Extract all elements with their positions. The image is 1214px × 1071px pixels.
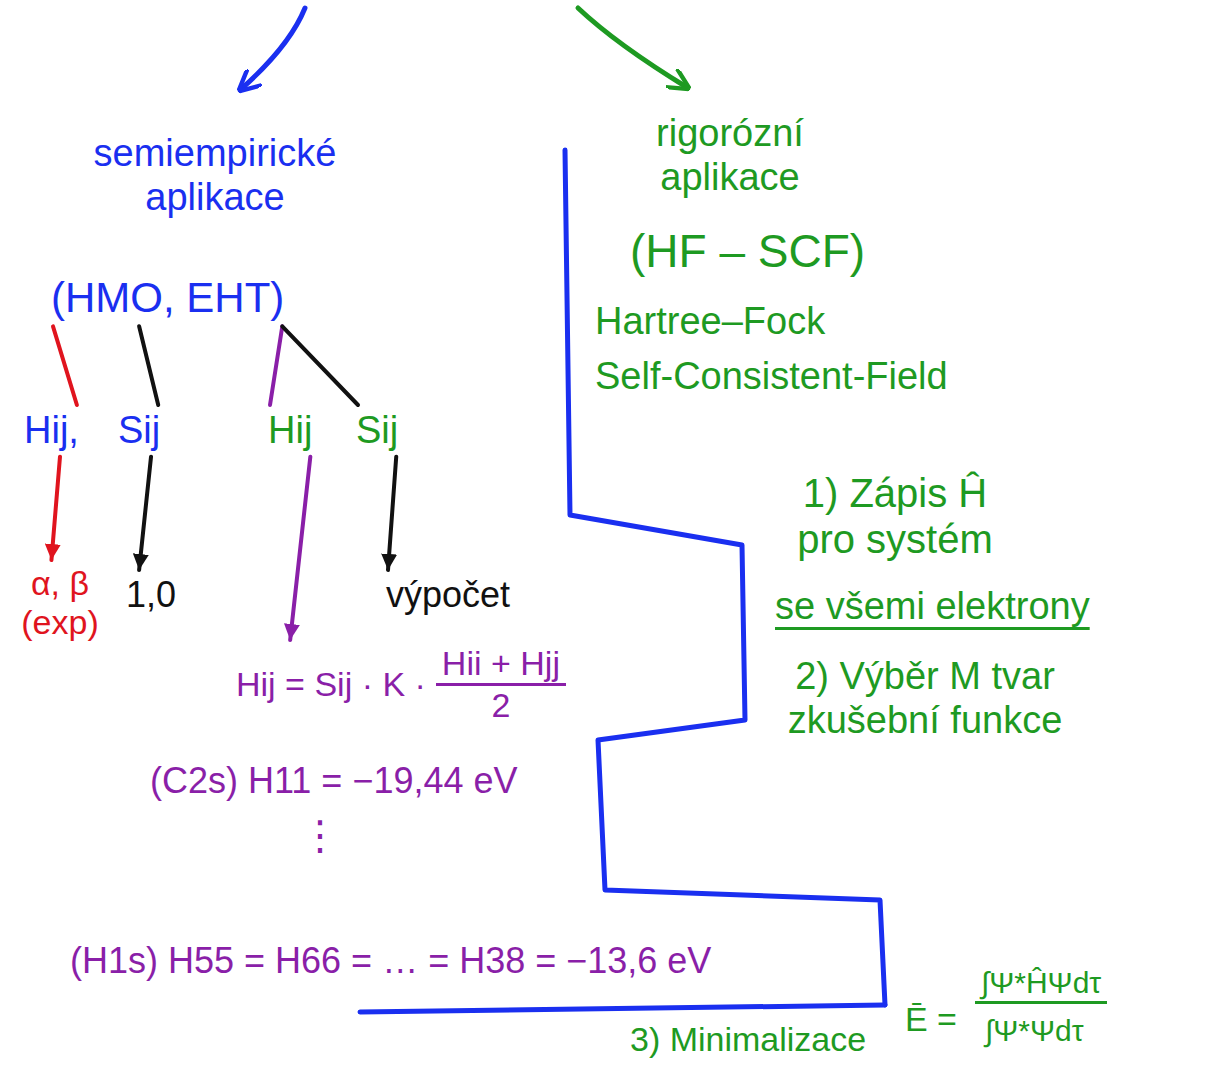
note-label: Hartree–Fock [595,300,825,344]
note-label: (C2s) H11 = −19,44 eV [150,760,518,801]
connector-line [388,457,396,570]
fraction: Hii + Hjj2 [436,644,566,725]
formula-text: Hij = Sij · K · [236,665,426,704]
note-label: 3) Minimalizace [630,1020,866,1059]
note-label: se všemi elektrony [775,585,1090,629]
note-item: Sij [350,405,404,457]
note-text: 1,0 [126,574,176,615]
connector-line [282,326,358,405]
note-item: Hij, [18,405,85,457]
note-label: (H1s) H55 = H66 = … = H38 = −13,6 eV [70,940,711,981]
note-label: Self-Consistent-Field [595,355,948,399]
note-item: Hij [262,405,318,457]
branch-arrow [578,8,688,88]
note-text: Hij [268,409,312,453]
note-item: 1,0 [120,570,182,619]
connector-line [53,326,77,405]
divider-line [565,150,885,1005]
note-label: rigorózní aplikace [600,112,860,199]
note-text: α, β (exp) [16,564,104,642]
note-text: Sij [118,409,160,453]
divider-line [360,1005,885,1012]
note-text: (HMO, EHT) [51,274,284,322]
note-label: ⋮ [300,812,340,858]
note-item: Sij [112,405,166,457]
connector-line [139,457,151,570]
note-label: 2) Výběr M tvar zkušební funkce [765,655,1085,742]
note-text: Sij [356,409,398,453]
note-label: (HF – SCF) [630,225,865,278]
connector-line [270,326,282,405]
note-label: 1) Zápis Ĥ pro systém [770,470,1020,562]
note-label: ∫Ψ*Ψdτ [985,1014,1084,1049]
note-item: Hij = Sij · K · Hii + Hjj2 [230,640,572,729]
note-item: α, β (exp) [10,560,110,646]
connector-line [51,457,60,560]
note-item: semiempirické aplikace [50,128,380,223]
note-item: (HMO, EHT) [45,270,290,326]
note-text: výpočet [386,574,510,615]
note-text: Hij, [24,409,79,453]
note-label: ∫Ψ*ĤΨdτ [975,966,1107,1004]
note-label: Ē = [905,1000,957,1039]
branch-arrow [240,8,305,90]
note-text: semiempirické aplikace [56,132,374,219]
connector-line [139,326,158,405]
numerator: Hii + Hjj [436,644,566,686]
connector-line [290,457,310,640]
note-item: výpočet [380,570,516,619]
denominator: 2 [485,686,516,725]
